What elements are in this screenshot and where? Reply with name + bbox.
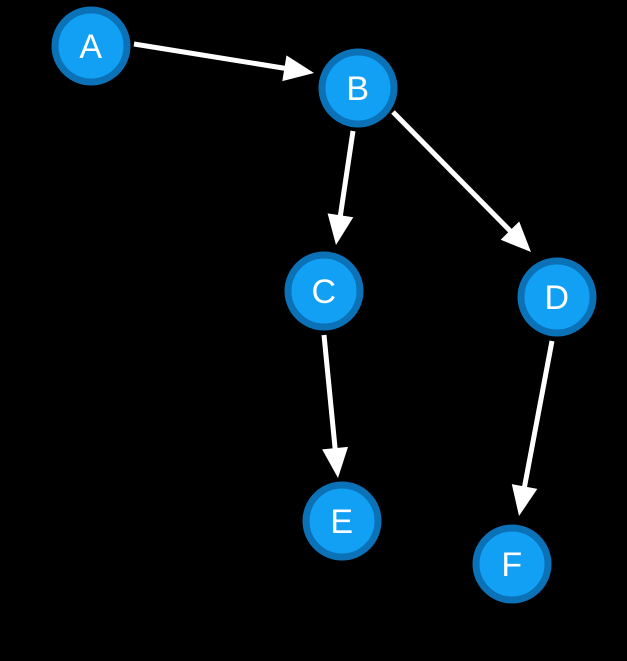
edge-c-to-e[interactable] xyxy=(321,334,349,478)
node-circle xyxy=(517,257,597,337)
edge-d-to-f[interactable] xyxy=(511,340,555,516)
arrowhead-icon xyxy=(282,55,314,82)
arrowhead-icon xyxy=(322,446,349,478)
arrowhead-icon xyxy=(327,213,354,245)
node-label: D xyxy=(544,279,569,317)
node-d[interactable]: D xyxy=(517,257,597,337)
node-label: E xyxy=(330,503,353,541)
node-f[interactable]: F xyxy=(472,524,552,604)
node-label: F xyxy=(501,546,522,584)
nodes-layer: A B C D E F xyxy=(51,6,597,604)
node-a[interactable]: A xyxy=(51,6,131,86)
node-label: C xyxy=(311,273,336,311)
edge-shaft xyxy=(521,340,555,491)
edge-shaft xyxy=(337,130,356,220)
node-circle xyxy=(472,524,552,604)
node-circle xyxy=(302,481,382,561)
node-label: B xyxy=(346,70,369,108)
node-circle xyxy=(284,251,364,331)
arrowhead-icon xyxy=(500,221,531,252)
edge-b-to-c[interactable] xyxy=(327,130,356,245)
edge-shaft xyxy=(133,41,289,72)
edge-shaft xyxy=(321,334,338,453)
edge-a-to-b[interactable] xyxy=(133,41,314,82)
node-e[interactable]: E xyxy=(302,481,382,561)
edge-shaft xyxy=(391,110,515,236)
node-label: A xyxy=(79,28,102,66)
node-circle xyxy=(51,6,131,86)
node-c[interactable]: C xyxy=(284,251,364,331)
node-circle xyxy=(318,48,398,128)
arrowhead-icon xyxy=(511,484,538,516)
node-b[interactable]: B xyxy=(318,48,398,128)
edges-layer xyxy=(133,41,555,516)
edge-b-to-d[interactable] xyxy=(391,110,531,252)
